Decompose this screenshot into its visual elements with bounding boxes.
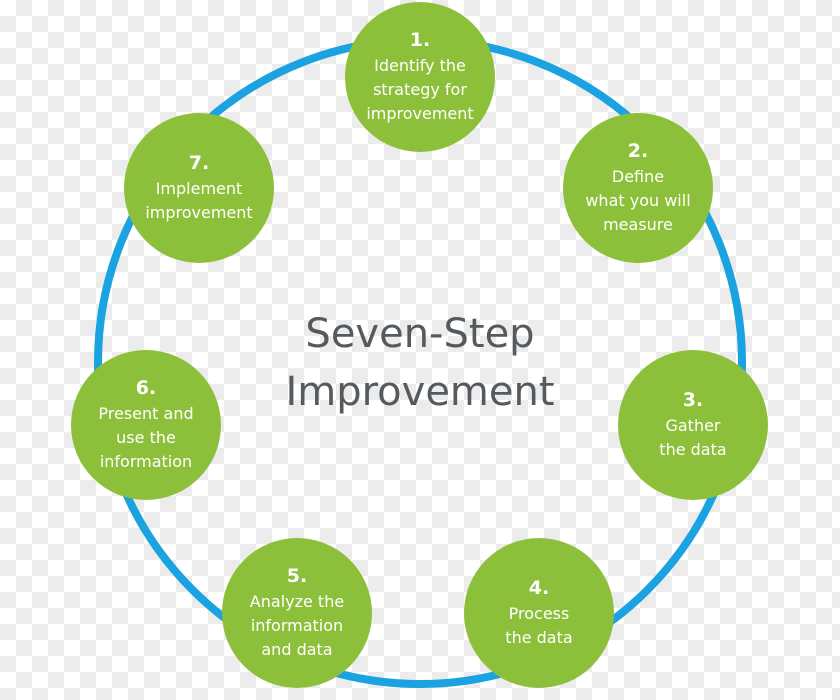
- step-2-label: Define what you will measure: [585, 167, 691, 234]
- step-4-circle: 4. Process the data: [464, 538, 614, 688]
- step-1-circle: 1. Identify the strategy for improvement: [345, 2, 495, 152]
- diagram-title: Seven-Step Improvement: [285, 311, 555, 415]
- step-5-circle: 5. Analyze the information and data: [222, 538, 372, 688]
- step-1-label: Identify the strategy for improvement: [366, 56, 474, 123]
- step-5-label: Analyze the information and data: [249, 592, 345, 659]
- step-6-label: Present and use the information: [98, 404, 194, 471]
- step-2-circle: 2. Define what you will measure: [563, 113, 713, 263]
- step-5-number: 5.: [286, 565, 308, 587]
- step-3-label: Gather the data: [659, 416, 727, 459]
- step-7-label: Implement improvement: [145, 179, 253, 222]
- step-4-label: Process the data: [505, 604, 573, 647]
- step-1-number: 1.: [409, 29, 431, 51]
- step-6-circle: 6. Present and use the information: [71, 350, 221, 500]
- step-4-number: 4.: [528, 577, 550, 599]
- step-6-number: 6.: [135, 377, 157, 399]
- step-7-circle: 7. Implement improvement: [124, 113, 274, 263]
- step-3-circle: 3. Gather the data: [618, 350, 768, 500]
- step-2-number: 2.: [627, 140, 649, 162]
- step-7-number: 7.: [188, 152, 210, 174]
- step-3-number: 3.: [682, 389, 704, 411]
